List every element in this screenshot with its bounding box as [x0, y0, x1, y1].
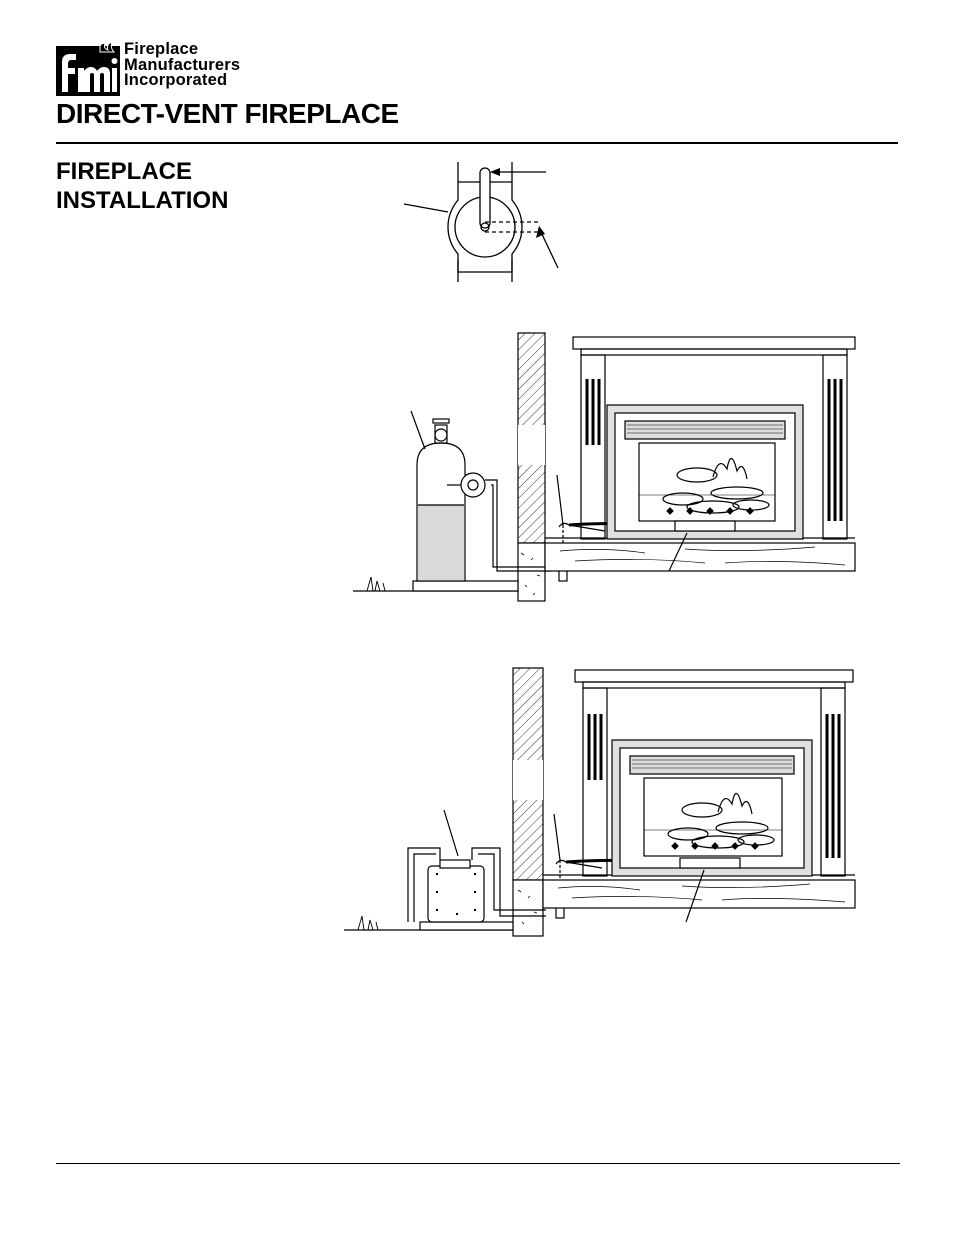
fmi-logo-mark [56, 42, 120, 96]
brand-line-3: Incorporated [124, 71, 228, 89]
header-rule [56, 142, 898, 144]
section-title-line-2: INSTALLATION [56, 187, 229, 214]
footer-rule [56, 1163, 900, 1164]
brand-line-1: Fireplace [124, 40, 199, 58]
brand-name: Fireplace Manufacturers Incorporated [124, 40, 241, 89]
document-title: DIRECT-VENT FIREPLACE [56, 98, 399, 129]
brand-line-2: Manufacturers [124, 55, 241, 74]
section-title: FIREPLACE INSTALLATION [56, 157, 228, 215]
lp-tank-hookup-figure [344, 667, 856, 937]
section-title-line-1: FIREPLACE [56, 158, 193, 185]
brand-logo: Fireplace Manufacturers Incorporated [56, 40, 276, 98]
lp-cylinder-hookup-figure [353, 332, 856, 602]
valve-detail-figure [403, 162, 559, 282]
